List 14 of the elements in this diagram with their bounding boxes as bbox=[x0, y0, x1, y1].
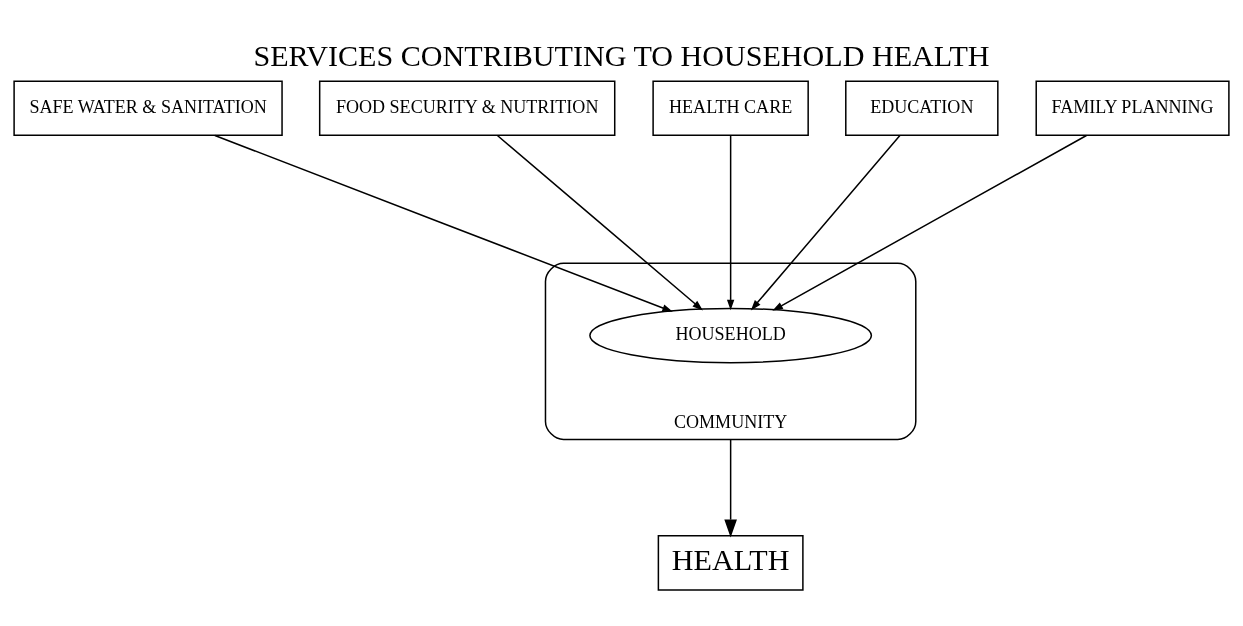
node-box: SAFE WATER & SANITATION bbox=[13, 80, 283, 137]
node-box: HEALTH bbox=[657, 535, 804, 591]
arrow bbox=[214, 134, 673, 312]
arrow bbox=[772, 134, 1088, 311]
arrow bbox=[750, 134, 901, 311]
node-box: HEALTH CARE bbox=[652, 80, 809, 137]
node-box: FOOD SECURITY & NUTRITION bbox=[318, 80, 616, 137]
node-box: FAMILY PLANNING bbox=[1035, 80, 1230, 137]
arrow bbox=[724, 438, 737, 538]
node-box: EDUCATION bbox=[845, 80, 999, 137]
diagram-title: SERVICES CONTRIBUTING TO HOUSEHOLD HEALTH bbox=[253, 39, 990, 74]
arrow bbox=[496, 134, 703, 311]
node-ellipse: HOUSEHOLD bbox=[589, 307, 873, 364]
arrow bbox=[726, 134, 735, 311]
